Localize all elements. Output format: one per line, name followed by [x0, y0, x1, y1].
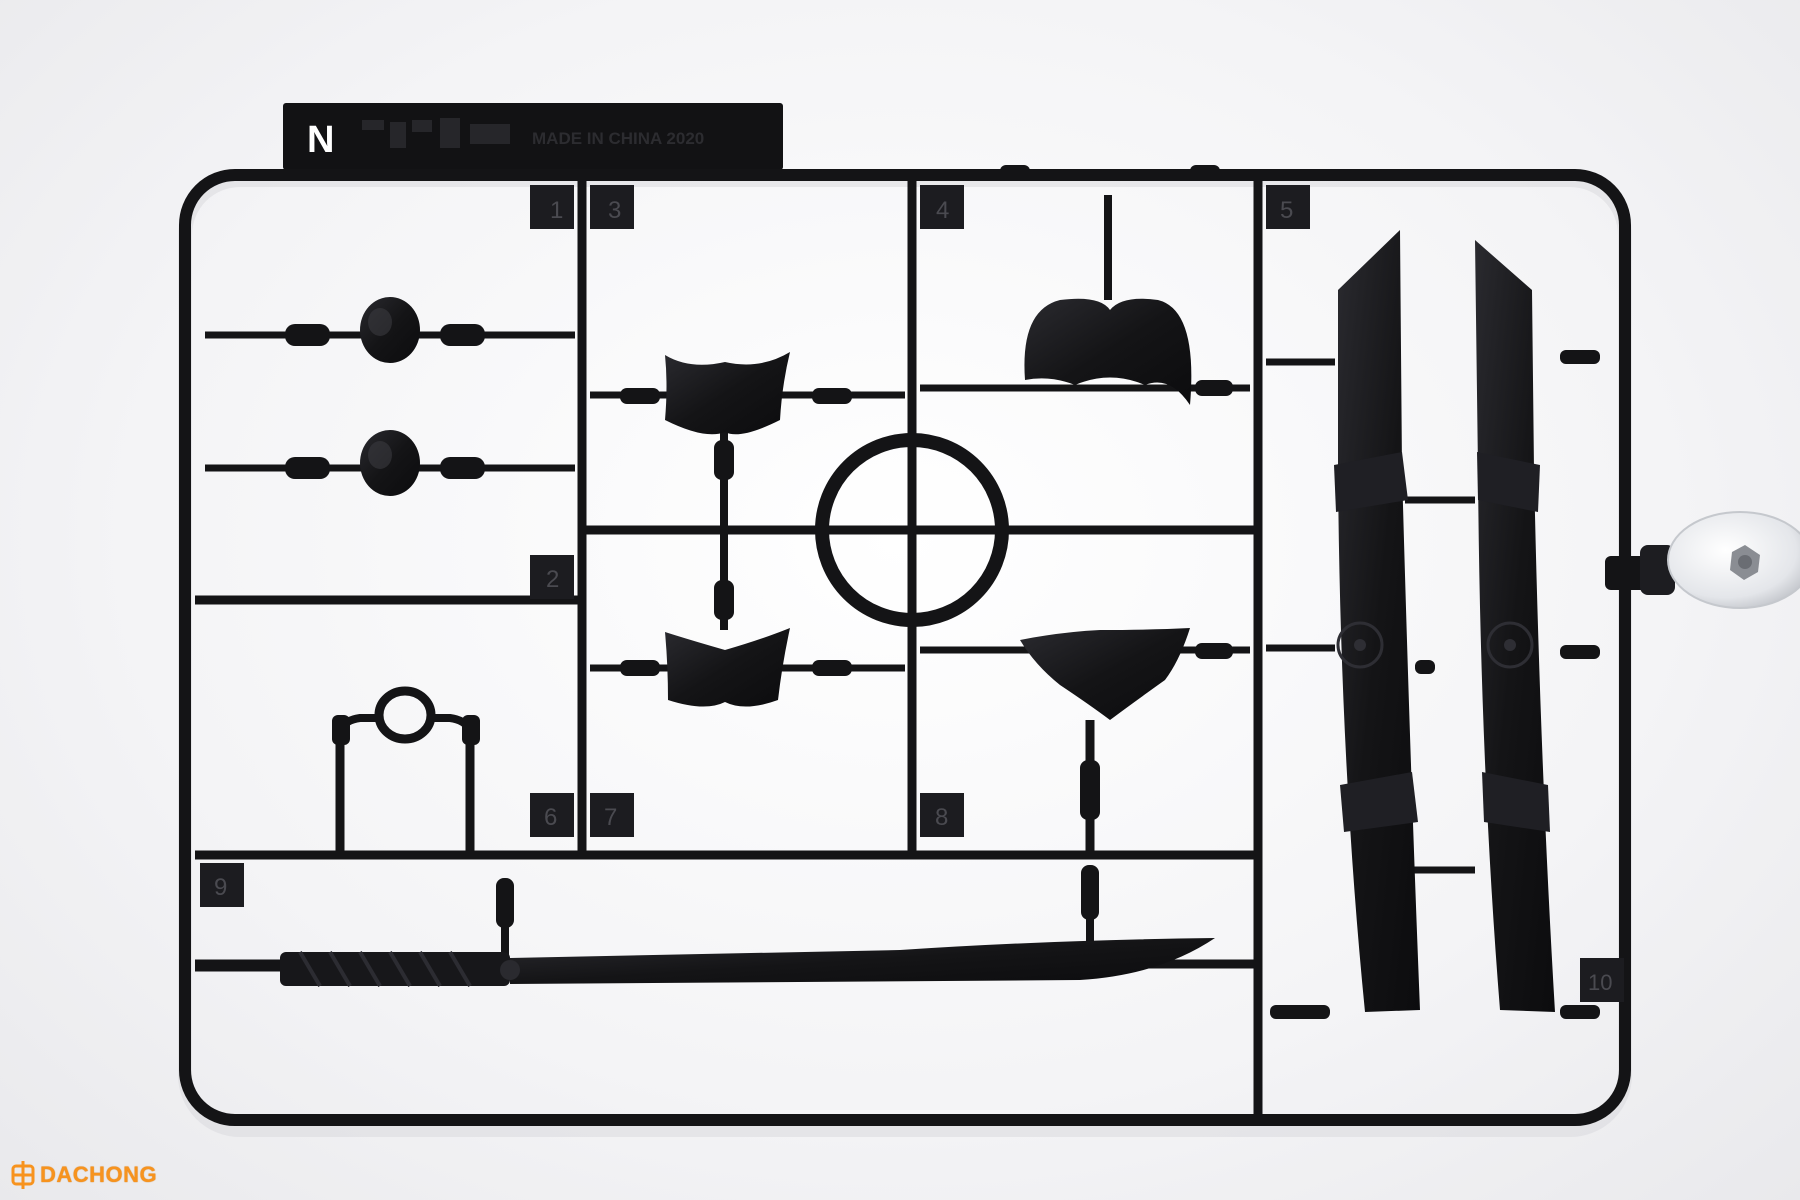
- runner-frame: [179, 169, 1631, 1126]
- part-number-10: 10: [1588, 970, 1612, 995]
- part-number-4: 4: [936, 197, 949, 224]
- ring-part: [332, 686, 480, 855]
- part-number-5: 5: [1280, 197, 1293, 224]
- frame-gates: [1000, 165, 1600, 1019]
- clear-stand-part: [1605, 511, 1800, 609]
- part-number-2: 2: [546, 566, 559, 593]
- part-number-6: 6: [544, 804, 557, 831]
- part-number-tabs: 1 3 4 5 2 6 7 8 9 10: [200, 185, 1624, 1002]
- runner-tag: N MADE IN CHINA 2020: [283, 103, 783, 170]
- runner-letter: N: [307, 119, 334, 161]
- brand-logo-emboss: [362, 118, 510, 148]
- katana-handle: [280, 952, 510, 986]
- watermark: DACHONG: [10, 1158, 157, 1192]
- part-number-3: 3: [608, 197, 621, 224]
- part-number-1: 1: [550, 197, 563, 224]
- dachong-logo-icon: [11, 1161, 35, 1189]
- part-number-7: 7: [604, 804, 617, 831]
- runner-tag-text: MADE IN CHINA 2020: [532, 129, 704, 148]
- part-number-8: 8: [935, 804, 948, 831]
- watermark-text: DACHONG: [40, 1162, 158, 1187]
- armor-parts-right: [920, 195, 1250, 855]
- armor-parts-left: [590, 352, 905, 707]
- center-ring: [815, 433, 1009, 627]
- sheath-parts: [1266, 230, 1555, 1019]
- part-number-9: 9: [214, 874, 227, 901]
- katana-blade: [510, 938, 1215, 984]
- hemisphere-parts: [205, 297, 575, 496]
- katana-part: [195, 865, 1215, 988]
